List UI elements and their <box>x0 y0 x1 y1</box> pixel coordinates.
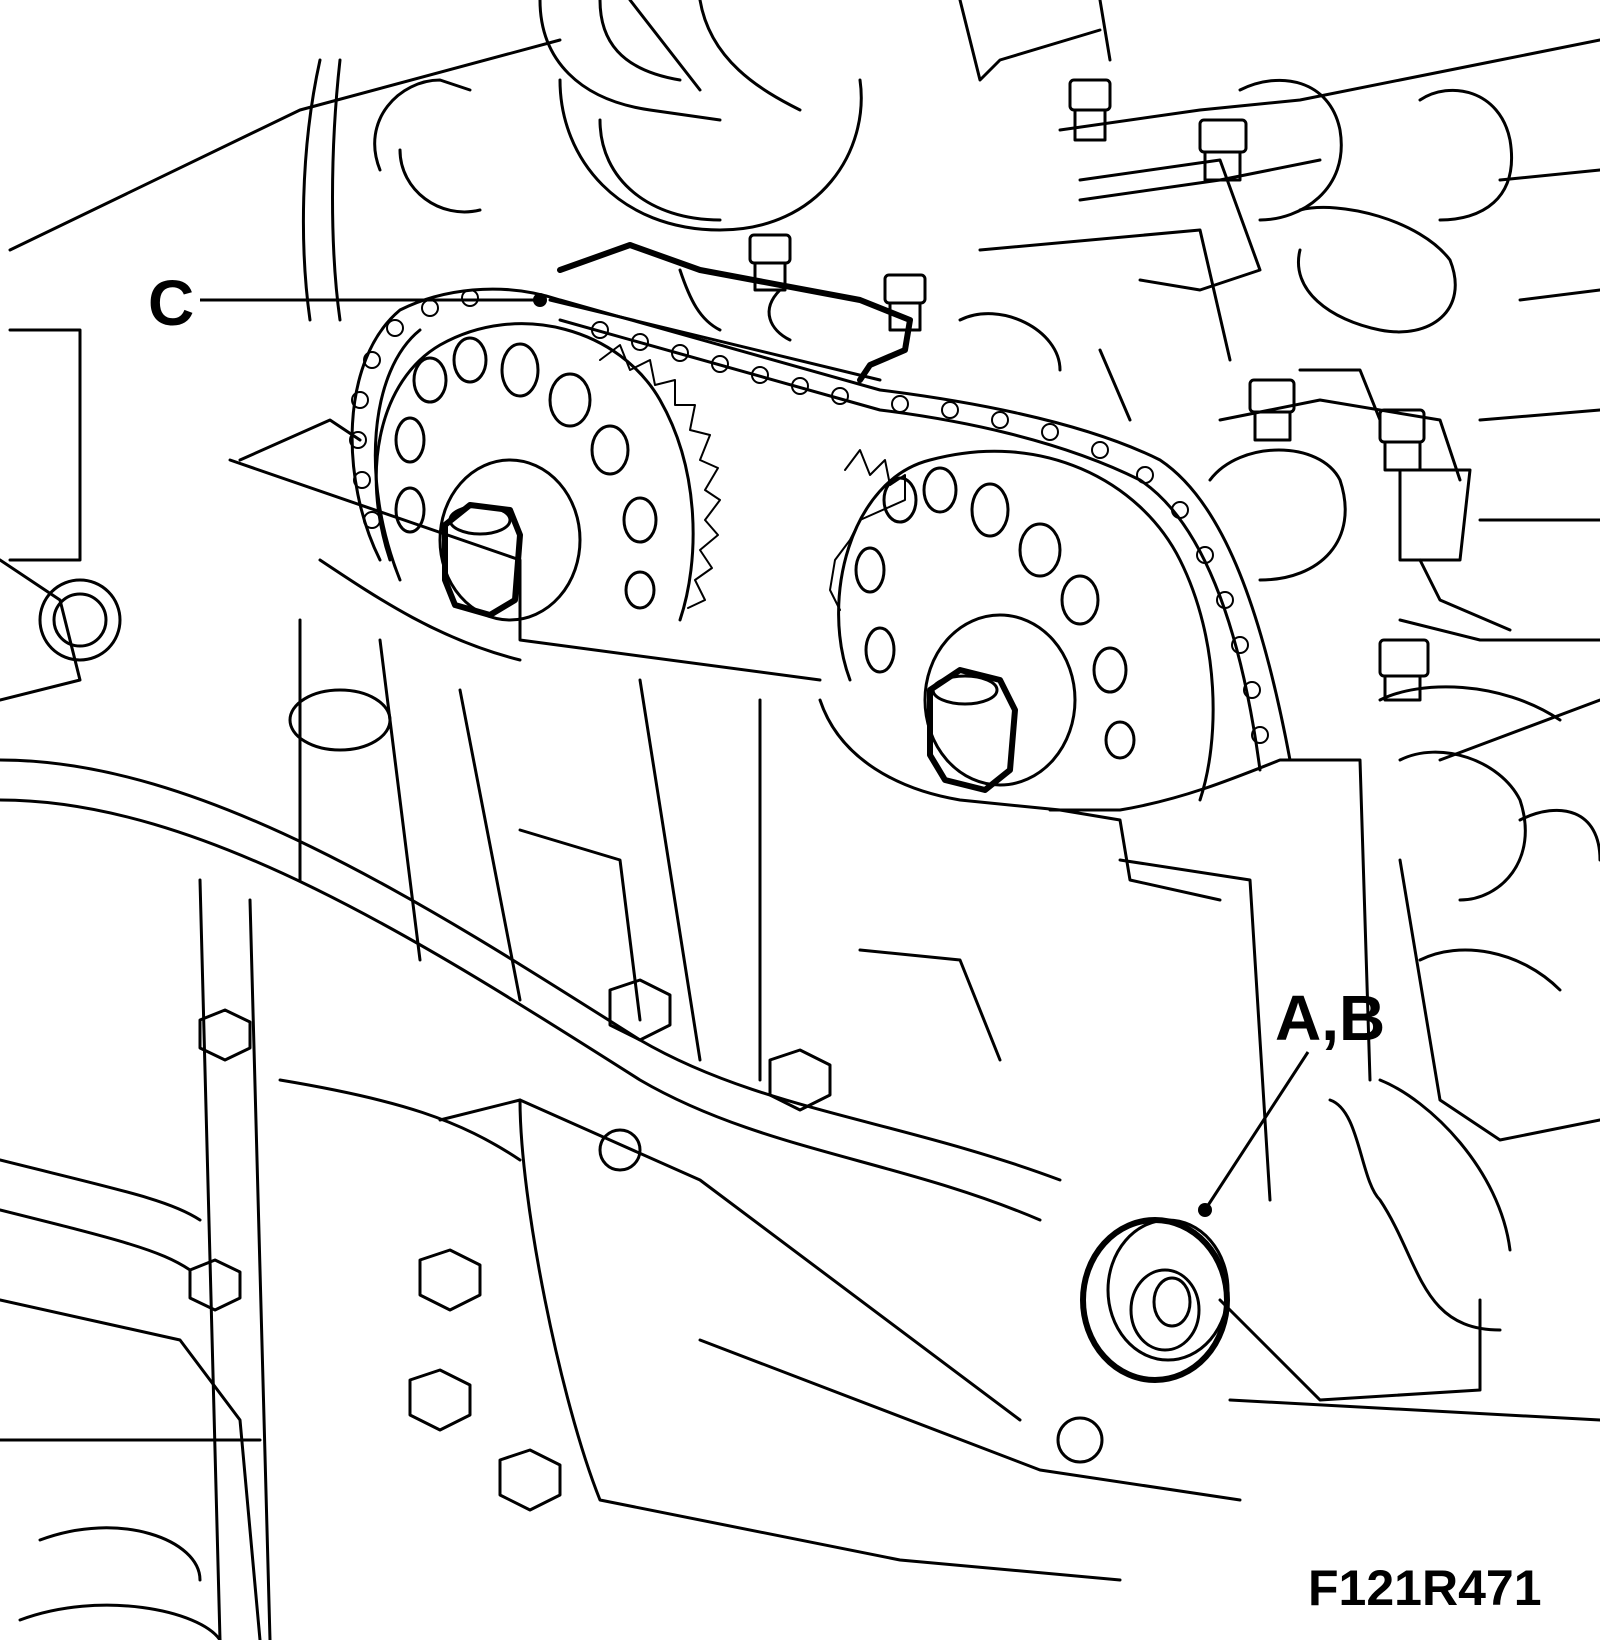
bolt-left-5 <box>498 1448 562 1512</box>
sprocket-holes <box>394 336 658 610</box>
bolt-hole <box>598 1128 642 1172</box>
callout-c: C <box>148 267 194 339</box>
camshaft-bolt-left <box>438 458 582 622</box>
bolt-top-2 <box>1198 118 1248 182</box>
bolt-group <box>38 78 1430 1512</box>
left-camshaft-sprocket <box>374 322 721 622</box>
bolt-top-1 <box>1068 78 1112 142</box>
bolt-mid-1 <box>1248 378 1296 442</box>
bolt-lower-1 <box>608 978 672 1042</box>
coolant-hoses <box>301 0 1112 322</box>
leader-ab-dot <box>1198 1203 1212 1217</box>
bolt-left-3 <box>418 1248 482 1312</box>
camshaft-assembly <box>958 38 1600 902</box>
figure-reference: F121R471 <box>1308 1560 1542 1616</box>
bolt-left-2 <box>188 1258 242 1312</box>
bolt-lower-2 <box>768 1048 832 1112</box>
sealing-plug <box>1080 1217 1230 1383</box>
pipe-stub <box>288 688 392 752</box>
timing-chain <box>349 287 1292 772</box>
engine-block-outline <box>0 38 1600 1640</box>
leader-ab <box>1203 1051 1310 1211</box>
bolt-mid-2 <box>1378 408 1426 472</box>
right-camshaft-sprocket <box>829 449 1215 802</box>
leader-c-dot <box>533 293 547 307</box>
camshaft-bolt-right <box>923 613 1077 793</box>
bolt-hole <box>1056 1416 1104 1464</box>
plug <box>38 578 122 662</box>
sprocket-holes <box>854 466 1136 760</box>
callout-ab: A,B <box>1275 982 1385 1054</box>
bolt-left-4 <box>408 1368 472 1432</box>
bolt-top-3 <box>748 233 792 292</box>
bolt-top-4 <box>883 273 927 332</box>
bolt-mid-3 <box>1378 638 1430 702</box>
bolt-left-1 <box>198 1008 252 1062</box>
chain-link-markers <box>349 289 1269 744</box>
plug-inner <box>52 592 108 648</box>
